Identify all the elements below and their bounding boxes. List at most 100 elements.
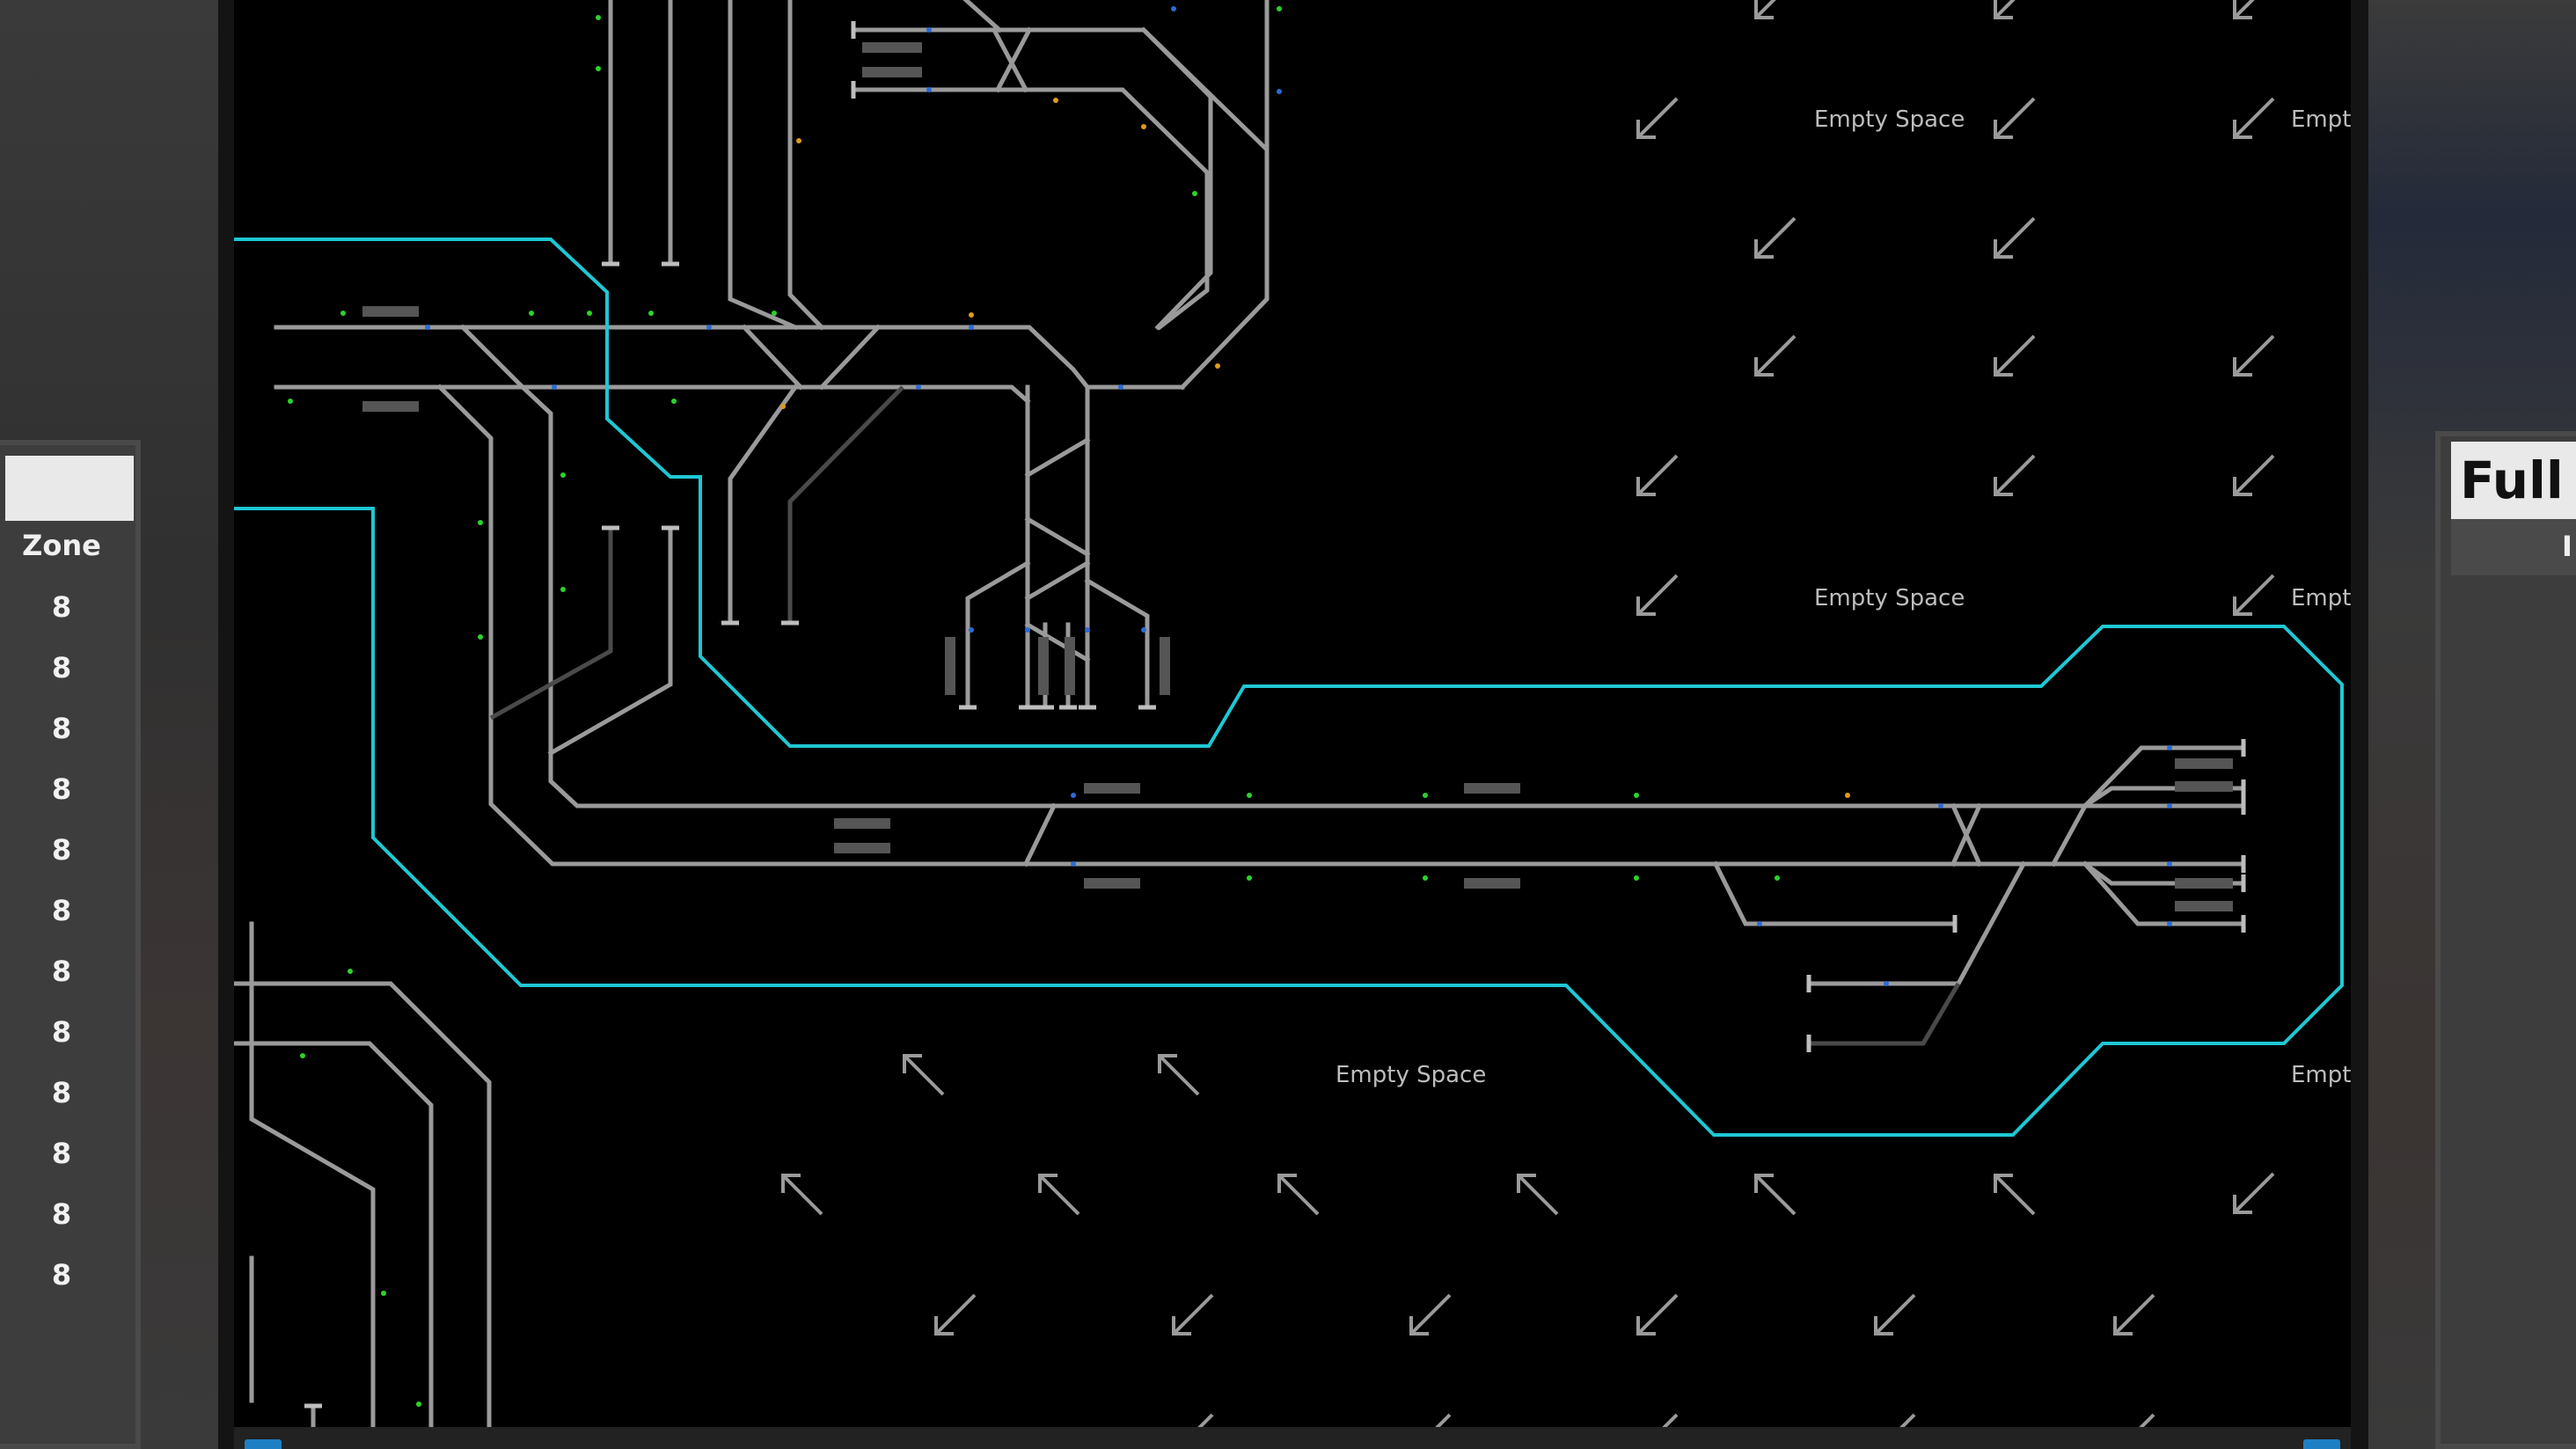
track-segment — [2082, 860, 2246, 926]
track-segment — [962, 0, 1003, 33]
platform-label — [862, 67, 922, 77]
signal-light — [1118, 384, 1123, 390]
arrow-down-left-icon — [1636, 574, 1679, 616]
arrow-down-left-icon — [1172, 1293, 1214, 1336]
signal-light — [288, 399, 293, 404]
signal-light — [1938, 803, 1943, 809]
arrow-down-left-icon — [1874, 1293, 1916, 1336]
arrow-up-left-icon — [1038, 1174, 1080, 1216]
zone-row: 8 — [51, 1197, 72, 1231]
map-scrollbar[interactable] — [234, 1427, 2351, 1449]
right-panel-header — [2451, 442, 2576, 519]
zone-row: 8 — [51, 590, 72, 624]
empty-space-label: Empty Space — [1814, 106, 1965, 133]
platform-label — [1038, 637, 1049, 695]
signal-light — [340, 311, 346, 316]
signal-light — [560, 472, 566, 478]
track-segment — [436, 384, 2246, 867]
route-line — [234, 238, 2344, 1137]
track-map[interactable]: Empty Space Empty Space Empty Space Empt… — [234, 0, 2351, 1427]
arrow-down-left-icon — [1636, 454, 1679, 496]
signal-light — [1423, 875, 1428, 881]
track-segment — [741, 324, 804, 391]
arrow-down-left-icon — [1994, 454, 2036, 496]
track-network-inactive — [489, 385, 1961, 1046]
zone-row: 8 — [51, 1015, 72, 1049]
arrow-down-left-icon — [1435, 1413, 1452, 1427]
platform-labels — [362, 42, 2233, 911]
signal-light — [671, 399, 677, 404]
signal-light — [478, 520, 483, 525]
scroll-right-handle[interactable] — [2303, 1439, 2340, 1449]
arrow-down-left-icon — [1754, 0, 1776, 19]
track-segment — [547, 525, 673, 757]
arrow-down-left-icon — [2233, 97, 2275, 139]
signal-light — [1277, 6, 1282, 11]
track-segment — [2050, 802, 2089, 867]
arrow-down-left-icon — [1994, 97, 2036, 139]
signal-light — [300, 1053, 305, 1058]
arrow-down-left-icon — [934, 1293, 977, 1336]
signal-light — [1757, 921, 1762, 926]
signal-light — [596, 66, 601, 71]
zone-panel — [0, 440, 141, 1449]
arrow-down-left-icon — [1899, 1413, 1916, 1427]
signal-light — [552, 384, 557, 390]
platform-label — [945, 637, 955, 695]
platform-label — [1084, 783, 1140, 794]
signal-light — [796, 138, 801, 143]
signal-light — [1071, 793, 1076, 798]
signal-light — [1141, 124, 1146, 129]
arrow-up-left-icon — [1994, 1174, 2036, 1216]
platform-label — [1084, 878, 1140, 889]
right-panel-title: Full — [2460, 450, 2564, 510]
track-segment — [234, 1041, 434, 1427]
track-segment — [1712, 860, 1958, 926]
signal-light — [1423, 793, 1428, 798]
arrow-up-left-icon — [1158, 1054, 1200, 1096]
signal-light — [2167, 745, 2172, 750]
signal-light — [1171, 6, 1176, 11]
track-segment — [274, 384, 1031, 405]
track-segment — [1950, 802, 1983, 867]
platform-label — [362, 401, 419, 412]
track-segment — [519, 384, 2246, 809]
signal-light — [1775, 875, 1780, 881]
signal-light — [348, 969, 353, 974]
arrow-down-left-icon — [2233, 0, 2255, 19]
signal-light — [560, 587, 566, 592]
signal-light — [1053, 98, 1058, 103]
arrow-down-left-icon — [1994, 216, 2036, 259]
track-segment — [728, 0, 799, 331]
track-segment — [851, 87, 1210, 331]
zone-panel-header — [5, 456, 134, 521]
zone-row: 8 — [51, 651, 72, 684]
arrow-up-left-icon — [1754, 1174, 1797, 1216]
buffer-stops — [304, 21, 2246, 1409]
signal-light — [969, 325, 974, 330]
signal-light — [1215, 363, 1220, 369]
arrow-down-left-icon — [2233, 574, 2275, 616]
track-segment — [965, 560, 1031, 710]
signal-light — [780, 404, 786, 409]
right-panel-subheader — [2451, 519, 2576, 575]
arrow-up-left-icon — [903, 1054, 945, 1096]
signal-light — [648, 311, 654, 316]
zone-row: 8 — [51, 1137, 72, 1170]
arrow-down-left-icon — [2233, 334, 2275, 377]
signal-light — [529, 311, 534, 316]
arrow-up-left-icon — [1277, 1174, 1320, 1216]
track-segment — [1809, 982, 1961, 1046]
track-segment — [1024, 621, 1091, 663]
signal-light — [2167, 803, 2172, 809]
track-segment — [994, 26, 1033, 93]
signal-light — [1247, 793, 1252, 798]
empty-space-arrows — [781, 0, 2275, 1427]
scroll-left-handle[interactable] — [245, 1439, 282, 1449]
arrow-down-left-icon — [2113, 1293, 2155, 1336]
track-segment — [1022, 802, 1057, 867]
empty-space-label-partial: Empt — [2291, 1062, 2351, 1088]
arrow-down-left-icon — [1994, 334, 2036, 377]
signal-light — [969, 312, 974, 318]
platform-label — [2175, 758, 2233, 769]
